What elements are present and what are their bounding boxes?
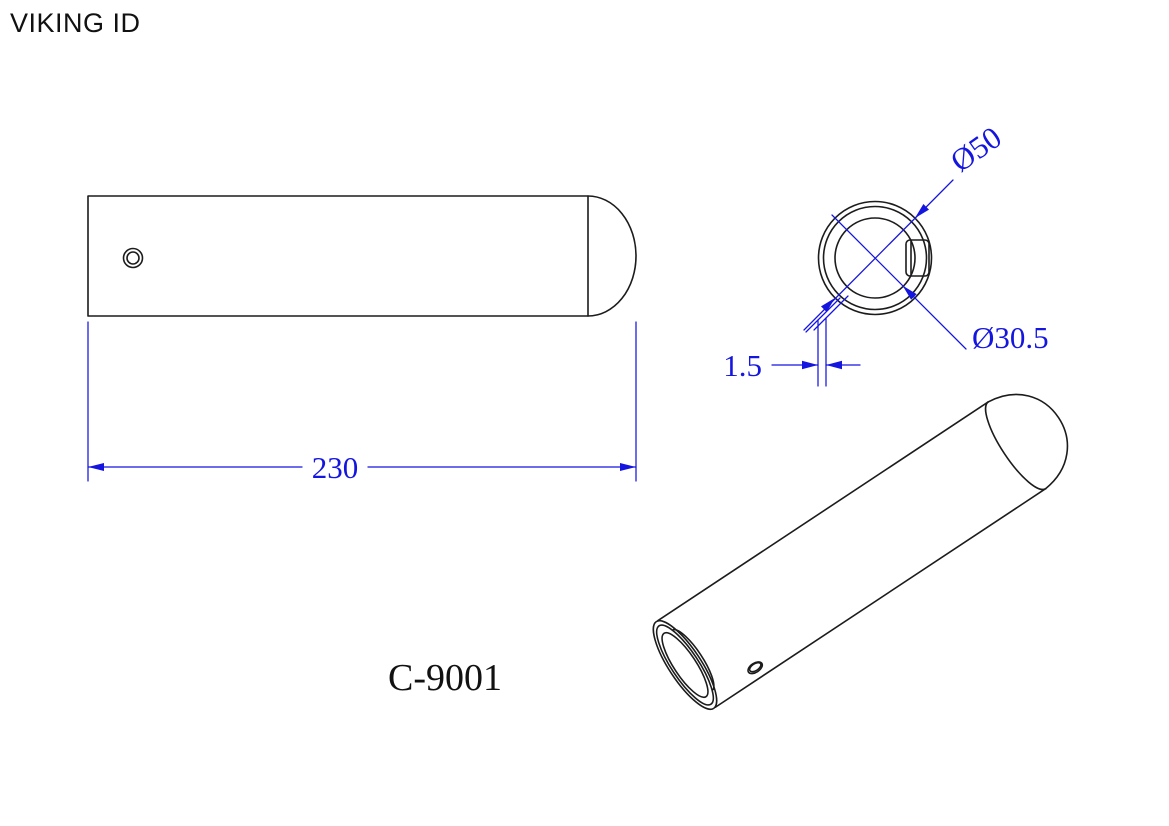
side-hole-inner xyxy=(126,251,140,265)
iso-cap-equator xyxy=(984,401,1047,491)
arrowhead xyxy=(821,297,836,312)
side-view-rounded-cap xyxy=(587,195,637,317)
dimension-wall-thickness: 1.5 xyxy=(723,295,861,387)
iso-dome-cap xyxy=(987,393,1069,490)
arrowhead xyxy=(902,285,917,300)
diameter-line xyxy=(831,214,967,350)
end-view-slot xyxy=(905,239,930,277)
arrowhead xyxy=(826,360,842,370)
iso-top-edge xyxy=(657,401,989,622)
isometric-view xyxy=(652,393,1069,711)
geometry-layer xyxy=(87,195,1069,711)
iso-side-hole-outer xyxy=(747,661,764,675)
iso-bottom-edge xyxy=(714,487,1047,709)
bore-diameter-text: Ø30.5 xyxy=(972,320,1049,355)
arrowhead xyxy=(802,360,818,370)
part-number-label: C-9001 xyxy=(388,657,502,699)
end-view-outer-circle xyxy=(817,200,933,316)
end-view xyxy=(817,200,933,316)
arrowhead xyxy=(88,463,104,471)
iso-open-rim-inner xyxy=(655,624,715,706)
extension-tick xyxy=(813,295,849,331)
end-view-step-circle xyxy=(822,205,928,311)
iso-bore-depth-arc xyxy=(672,628,715,691)
outer-diameter-text: Ø50 xyxy=(944,119,1008,178)
extension-tick xyxy=(805,297,841,333)
dimension-bore-diameter: Ø30.5 xyxy=(831,214,1049,355)
drawing-title: VIKING ID xyxy=(10,8,141,38)
arrowhead xyxy=(620,463,636,471)
side-hole-outer xyxy=(122,247,144,269)
length-dimension-text: 230 xyxy=(312,450,359,485)
end-view-bore-circle xyxy=(834,217,916,299)
iso-bore-edge xyxy=(661,631,709,699)
labels-layer: VIKING ID C-9001 xyxy=(10,8,502,699)
side-view-outline xyxy=(87,195,589,317)
wall-thickness-text: 1.5 xyxy=(723,348,762,383)
dimension-overall-length: 230 xyxy=(87,321,637,485)
side-view xyxy=(87,195,637,317)
iso-open-rim-outer xyxy=(652,619,718,711)
arrowhead xyxy=(914,204,929,219)
iso-side-hole-inner xyxy=(748,661,762,673)
dimensions-layer: 230 Ø50 Ø30.5 1.5 xyxy=(87,119,1049,485)
